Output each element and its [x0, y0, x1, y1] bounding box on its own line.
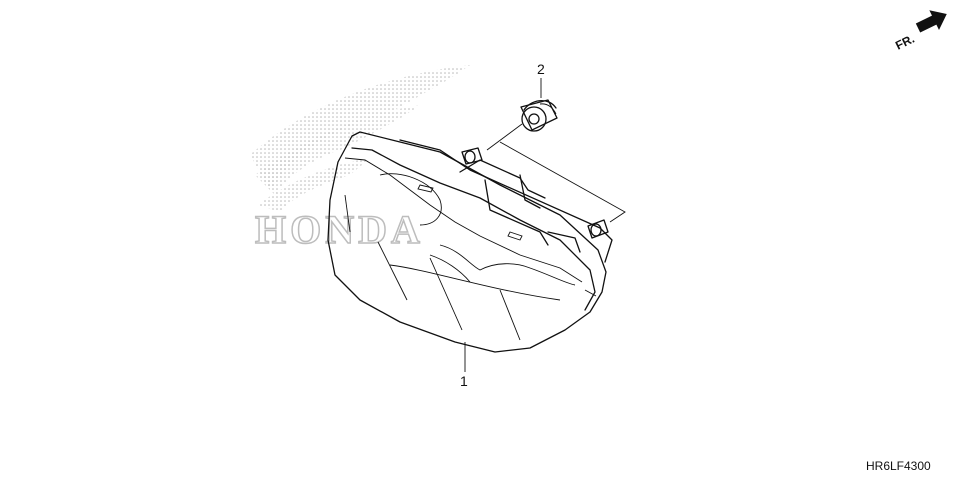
tail-lamp-assembly — [327, 131, 613, 353]
drawing-code: HR6LF4300 — [866, 459, 931, 473]
assembly-leader-lines — [486, 123, 626, 223]
watermark-brand-text: HONDA — [255, 207, 424, 252]
callout-label-2: 2 — [537, 61, 545, 77]
front-arrow-icon — [915, 10, 947, 33]
front-direction-indicator: FR. — [893, 10, 947, 53]
grommet-part — [520, 99, 558, 132]
callout-2: 2 — [537, 61, 545, 98]
honda-wing-watermark: HONDA — [250, 65, 470, 253]
callout-label-1: 1 — [460, 373, 468, 389]
direction-label: FR. — [893, 32, 917, 53]
callout-1: 1 — [460, 342, 468, 389]
